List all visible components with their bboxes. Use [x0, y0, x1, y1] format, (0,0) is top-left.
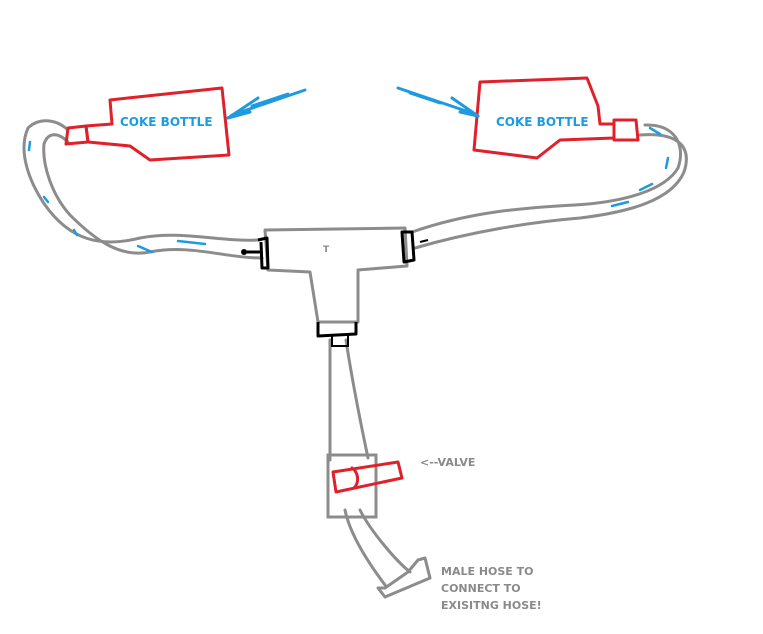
hose-annotation: MALE HOSE TO CONNECT TO EXISITNG HOSE!	[441, 565, 542, 612]
male-hose-fitting	[376, 556, 432, 599]
valve-body	[326, 453, 378, 519]
left-bottle-cap	[64, 124, 90, 146]
valve-annotation: <--VALVE	[420, 456, 475, 469]
left-hose-flow-marks	[27, 140, 207, 254]
valve-handle	[331, 460, 404, 494]
left-bottle-arrow	[226, 88, 307, 120]
tee-bottom-clamp	[316, 322, 358, 338]
tee-left-clamp	[257, 236, 270, 270]
hose-annotation-line1: MALE HOSE TO	[441, 565, 534, 578]
left-hose	[22, 119, 264, 260]
right-hose-flow-marks	[610, 126, 670, 208]
left-coke-bottle: COKE BOTTLE	[64, 86, 231, 162]
valve	[326, 453, 404, 519]
right-bottle-arrow	[396, 86, 480, 118]
hose-annotation-line3: EXISITNG HOSE!	[441, 599, 542, 612]
left-bottle-label: COKE BOTTLE	[120, 115, 213, 129]
tee-right-clamp	[400, 230, 416, 264]
right-bottle-cap	[612, 118, 640, 142]
right-hose	[410, 123, 688, 250]
tee-fitting: T	[241, 226, 429, 347]
hose-annotation-line2: CONNECT TO	[441, 582, 521, 595]
tee-label: T	[323, 245, 330, 255]
right-coke-bottle: COKE BOTTLE	[472, 76, 640, 160]
tee-body	[263, 226, 409, 324]
right-bottle-label: COKE BOTTLE	[496, 115, 589, 129]
